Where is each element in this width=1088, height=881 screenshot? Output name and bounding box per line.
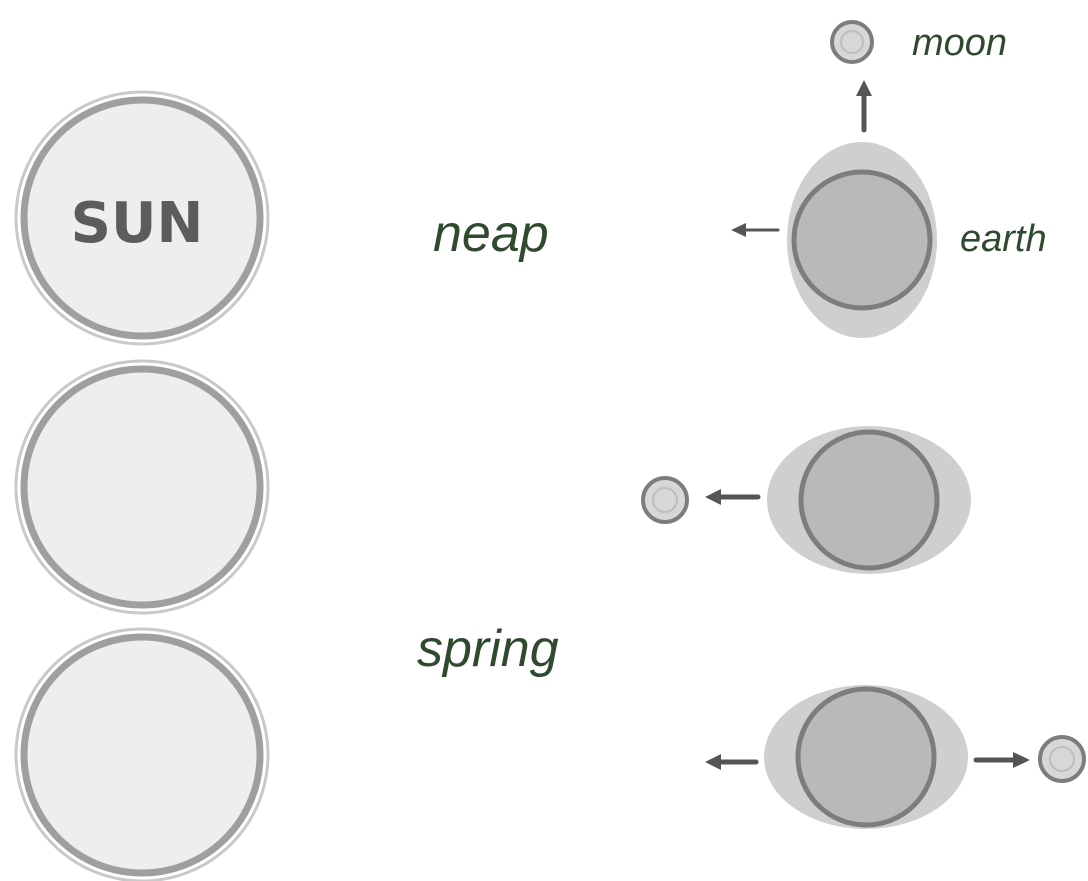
arrow-left-icon bbox=[731, 223, 780, 237]
spring-label: spring bbox=[417, 620, 559, 678]
moon-label: moon bbox=[912, 22, 1007, 64]
arrow-up-icon bbox=[856, 80, 872, 133]
arrow-left-icon bbox=[705, 489, 761, 505]
sun-bottom bbox=[14, 627, 270, 881]
earth-neap bbox=[787, 142, 937, 338]
earth-label: earth bbox=[960, 218, 1047, 260]
neap-label: neap bbox=[433, 205, 549, 263]
arrow-left-icon bbox=[705, 754, 759, 770]
sun-label: SUN bbox=[71, 191, 204, 256]
moon-spring-bottom bbox=[1038, 735, 1086, 783]
earth-spring-middle bbox=[767, 426, 971, 574]
earth-spring-bottom bbox=[764, 685, 968, 829]
sun-top: SUN bbox=[14, 90, 270, 346]
sun-middle bbox=[14, 359, 270, 615]
arrow-right-icon bbox=[973, 752, 1030, 768]
moon-spring-middle bbox=[641, 476, 689, 524]
moon-neap bbox=[830, 20, 874, 64]
